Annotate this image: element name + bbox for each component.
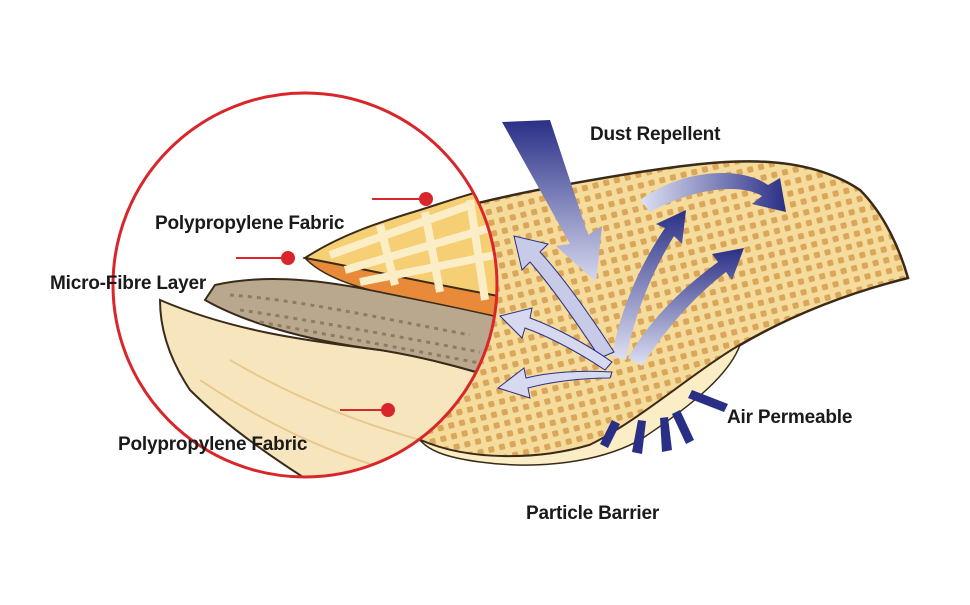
label-particle-barrier: Particle Barrier bbox=[526, 503, 660, 524]
fabric-underlayer bbox=[419, 343, 742, 466]
barrier-arrow-4-icon bbox=[672, 410, 694, 444]
pointer-bottom bbox=[340, 403, 395, 417]
label-polypropylene-fabric-top: Polypropylene Fabric bbox=[155, 213, 345, 234]
arrow-up-center-icon bbox=[612, 210, 686, 360]
label-dust-repellent: Dust Repellent bbox=[590, 124, 721, 145]
barrier-arrow-1-icon bbox=[600, 420, 620, 448]
arrow-up-right-icon bbox=[628, 248, 744, 366]
outgoing-curve-arrow-icon bbox=[640, 173, 786, 212]
particle-barrier-arrows bbox=[600, 390, 728, 454]
barrier-arrow-5-icon bbox=[688, 390, 728, 412]
pointer-middle bbox=[236, 251, 295, 265]
barrier-arrow-2-icon bbox=[632, 420, 646, 454]
label-polypropylene-fabric-bottom: Polypropylene Fabric bbox=[118, 434, 308, 455]
cross-section-zoom bbox=[113, 93, 497, 477]
arrow-up-left-icon bbox=[513, 235, 615, 359]
micro-fibre-layer bbox=[203, 278, 497, 387]
barrier-arrow-3-icon bbox=[660, 417, 672, 452]
label-micro-fibre-layer: Micro-Fibre Layer bbox=[50, 273, 207, 295]
label-air-permeable: Air Permeable bbox=[727, 407, 853, 428]
air-flow-arrows bbox=[496, 210, 744, 399]
pointer-top bbox=[372, 192, 433, 206]
dust-repellent-arrow-icon bbox=[502, 120, 602, 282]
magnifier-circle bbox=[111, 91, 499, 479]
arrow-lower-left-icon bbox=[496, 367, 613, 399]
arrow-left-icon bbox=[499, 307, 613, 371]
